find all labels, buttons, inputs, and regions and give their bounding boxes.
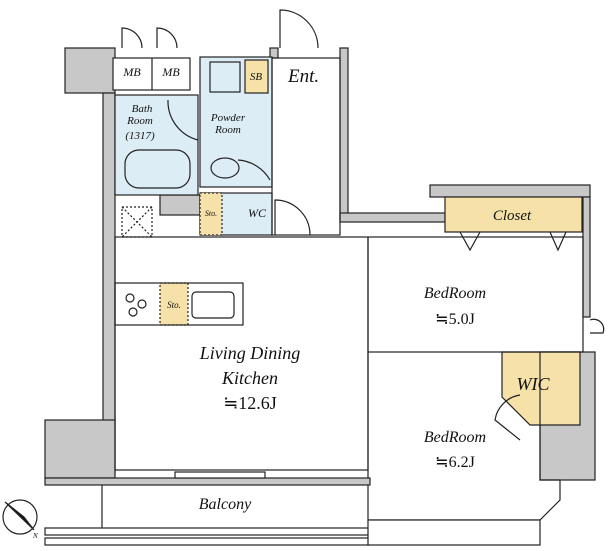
bedroom1-size: ≒5.0J [435,311,475,328]
balcony-area [44,471,541,546]
label-wc: WC [248,206,267,220]
ldk-size: ≒12.6J [223,393,277,413]
label-sto-wc: Sto. [205,209,217,218]
bedroom2-size: ≒6.2J [435,454,475,471]
label-ldk-2: Kitchen [221,368,278,388]
pipe-space [121,206,153,238]
entrance-hall [271,57,341,236]
room-labels: MB MB SB Ent. Bath Room (1317) Powder Ro… [32,65,550,540]
label-wic: WIC [517,374,551,394]
label-entrance: Ent. [287,66,319,87]
storage-areas [159,59,583,426]
label-ldk-1: Living Dining [199,343,301,363]
label-mb2: MB [161,65,180,79]
label-bedroom1: BedRoom [424,285,486,302]
compass-icon [2,499,38,535]
sink [191,291,235,319]
label-mb1: MB [122,65,141,79]
washing-machine-pan [209,61,241,93]
label-closet: Closet [493,208,532,224]
label-powder-2: Room [214,124,241,136]
label-bedroom2: BedRoom [424,429,486,446]
label-balcony: Balcony [199,496,252,513]
bathtub [124,149,191,189]
bedroom1-outline [367,236,584,353]
compass-north-label: N [32,532,38,540]
label-sto-kitchen: Sto. [167,300,181,310]
washbasin [210,157,240,179]
label-bath-1: Bath [132,103,153,115]
label-bath-2: Room [126,115,153,127]
label-bath-3: (1317) [125,130,155,142]
label-sb: SB [250,71,263,83]
kitchen-counter [114,282,244,326]
doors [121,9,605,441]
label-powder-1: Powder [210,112,246,124]
